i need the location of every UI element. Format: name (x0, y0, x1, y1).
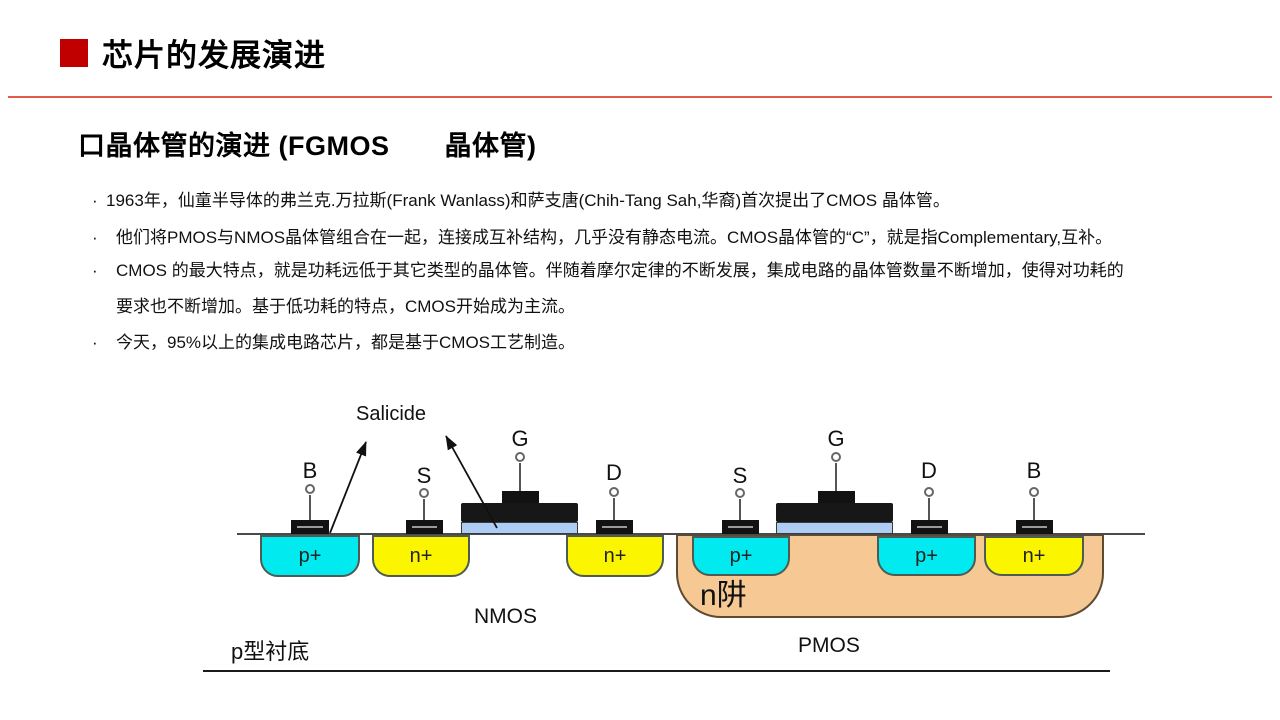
nmos-terminal-d-contact (596, 520, 633, 534)
nmos-terminal-s-circle (419, 488, 429, 498)
nmos-terminal-s-contact (406, 520, 443, 534)
pmos-terminal-b-circle (1029, 487, 1039, 497)
pmos-terminal-b-label: B (1026, 458, 1042, 483)
bullet-text: 他们将PMOS与NMOS晶体管组合在一起，连接成互补结构，几乎没有静态电流。CM… (116, 228, 1113, 247)
pmos-terminal-b-wire (1033, 498, 1035, 520)
bullet-item-3: · CMOS 的最大特点，就是功耗远低于其它类型的晶体管。伴随着摩尔定律的不断发… (92, 260, 1244, 318)
bullet-list: · 1963年，仙童半导体的弗兰克.万拉斯(Frank Wanlass)和萨支唐… (92, 190, 1244, 353)
nmos-p-plus-region: p+ (260, 535, 360, 577)
pmos-terminal-g-label: G (827, 426, 845, 451)
diagram-baseline (203, 670, 1110, 672)
nmos-terminal-g-wire (519, 463, 521, 491)
section-subtitle: 口晶体管的演进 (FGMOS 晶体管) (78, 131, 537, 161)
nmos-drain-n-plus-region: n+ (566, 535, 664, 577)
bullet-marker: · (92, 191, 98, 210)
bullet-marker: · (92, 333, 98, 352)
nmos-terminal-b-contact (291, 520, 329, 534)
bullet-marker: · (92, 228, 98, 247)
pmos-gate-oxide (776, 522, 893, 534)
pmos-terminal-g-wire (835, 463, 837, 491)
pmos-gate-contact (818, 491, 855, 503)
nmos-gate-contact (502, 491, 539, 503)
pmos-label: PMOS (798, 634, 860, 657)
nmos-terminal-b-circle (305, 484, 315, 494)
pmos-terminal-s-contact (722, 520, 759, 534)
pmos-terminal-g-circle (831, 452, 841, 462)
pmos-terminal-s-wire (739, 499, 741, 520)
nmos-terminal-d-circle (609, 487, 619, 497)
pmos-terminal-s-label: S (732, 463, 748, 488)
nmos-terminal-s-label: S (416, 463, 432, 488)
pmos-terminal-d-circle (924, 487, 934, 497)
pmos-n-plus-region: n+ (984, 536, 1084, 576)
nmos-terminal-d-label: D (606, 460, 622, 485)
nmos-label: NMOS (474, 605, 537, 628)
bullet-text: CMOS 的最大特点，就是功耗远低于其它类型的晶体管。伴随着摩尔定律的不断发展，… (116, 261, 1124, 280)
nmos-terminal-g-circle (515, 452, 525, 462)
p-substrate-label: p型衬底 (231, 639, 310, 664)
header-divider (8, 96, 1272, 98)
bullet-item-1: · 1963年，仙童半导体的弗兰克.万拉斯(Frank Wanlass)和萨支唐… (92, 190, 1244, 211)
pmos-terminal-d-contact (911, 520, 948, 534)
n-well-label: n阱 (700, 579, 747, 612)
bullet-marker: · (92, 261, 98, 280)
silicon-surface-line (237, 533, 1145, 535)
title-accent-square (60, 39, 88, 67)
pmos-terminal-d-wire (928, 498, 930, 520)
nmos-terminal-b-wire (309, 495, 311, 520)
pmos-terminal-b-contact (1016, 520, 1053, 534)
pmos-source-p-plus-region: p+ (692, 536, 790, 576)
pmos-terminal-s-circle (735, 488, 745, 498)
nmos-gate-electrode (461, 503, 578, 522)
pmos-gate-electrode (776, 503, 893, 522)
nmos-terminal-s-wire (423, 499, 425, 520)
nmos-terminal-b-label: B (302, 458, 318, 483)
page-title: 芯片的发展演进 (102, 38, 326, 73)
pmos-terminal-d-label: D (921, 458, 937, 483)
pmos-drain-p-plus-region: p+ (877, 536, 976, 576)
nmos-terminal-d-wire (613, 498, 615, 520)
nmos-gate-oxide (461, 522, 578, 534)
bullet-item-4: · 今天，95%以上的集成电路芯片，都是基于CMOS工艺制造。 (92, 332, 1244, 353)
salicide-label: Salicide (356, 403, 427, 425)
nmos-source-n-plus-region: n+ (372, 535, 470, 577)
bullet-item-2: · 他们将PMOS与NMOS晶体管组合在一起，连接成互补结构，几乎没有静态电流。… (92, 227, 1244, 248)
bullet-text: 1963年，仙童半导体的弗兰克.万拉斯(Frank Wanlass)和萨支唐(C… (106, 191, 950, 210)
nmos-terminal-g-label: G (511, 426, 529, 451)
bullet-text: 今天，95%以上的集成电路芯片，都是基于CMOS工艺制造。 (116, 333, 576, 352)
bullet-text: 要求也不断增加。基于低功耗的特点，CMOS开始成为主流。 (116, 297, 575, 316)
